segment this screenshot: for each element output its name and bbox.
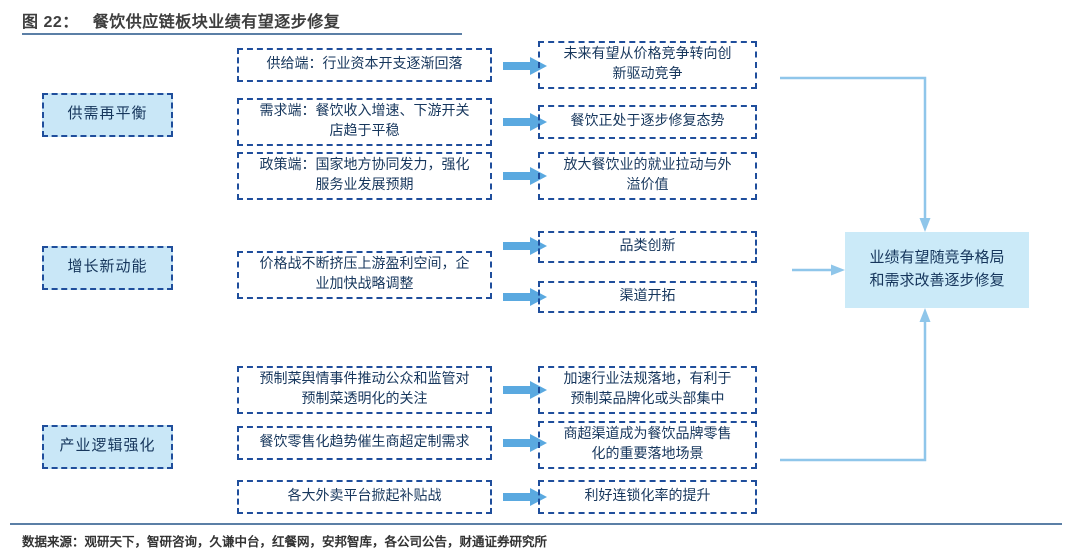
arrow-icon bbox=[503, 381, 547, 399]
effect-line: 预制菜品牌化或头部集中 bbox=[570, 392, 725, 407]
effect-line: 放大餐饮业的就业拉动与外 bbox=[563, 157, 732, 173]
connector-middle-to-conclusion bbox=[792, 264, 845, 276]
cause-line: 预制菜透明化的关注 bbox=[301, 392, 428, 407]
pillar-label: 增长新动能 bbox=[67, 259, 148, 276]
cause-line: 各大外卖平台掀起补贴战 bbox=[287, 488, 442, 504]
pillar-label: 供需再平衡 bbox=[67, 106, 148, 123]
effect-box[interactable]: 商超渠道成为餐饮品牌零售 化的重要落地场景 bbox=[538, 421, 757, 469]
cause-box[interactable]: 需求端：餐饮收入增速、下游开关 店趋于平稳 bbox=[237, 98, 492, 146]
arrow-icon bbox=[503, 57, 547, 75]
connector-bottom-to-conclusion bbox=[780, 308, 931, 462]
effect-line: 餐饮正处于逐步修复态势 bbox=[570, 113, 725, 129]
effect-line: 化的重要落地场景 bbox=[591, 447, 704, 462]
effect-line: 新驱动竞争 bbox=[612, 67, 683, 82]
page-title: 餐饮供应链板块业绩有望逐步修复 bbox=[92, 14, 341, 31]
effect-line: 渠道开拓 bbox=[619, 288, 676, 304]
cause-line: 供给端：行业资本开支逐渐回落 bbox=[266, 56, 463, 72]
arrow-icon bbox=[503, 167, 547, 185]
effect-line: 利好连锁化率的提升 bbox=[584, 488, 711, 504]
conclusion-box[interactable]: 业绩有望随竞争格局 和需求改善逐步修复 bbox=[845, 232, 1029, 308]
arrow-icon bbox=[503, 237, 547, 255]
title-divider bbox=[22, 33, 462, 35]
pillar-new-growth-drivers[interactable]: 增长新动能 bbox=[42, 246, 173, 290]
cause-box[interactable]: 价格战不断挤压上游盈利空间，企 业加快战略调整 bbox=[237, 251, 492, 299]
arrow-icon bbox=[503, 288, 547, 306]
figure-number: 图 22： bbox=[22, 14, 79, 31]
cause-line: 需求端：餐饮收入增速、下游开关 bbox=[259, 103, 470, 119]
cause-line: 餐饮零售化趋势催生商超定制需求 bbox=[259, 434, 470, 450]
conclusion-line: 业绩有望随竞争格局 bbox=[869, 249, 1005, 266]
effect-box[interactable]: 利好连锁化率的提升 bbox=[538, 480, 757, 514]
effect-box[interactable]: 品类创新 bbox=[538, 231, 757, 263]
connector-top-to-conclusion bbox=[780, 76, 931, 232]
pillar-label: 产业逻辑强化 bbox=[59, 438, 156, 455]
cause-box[interactable]: 各大外卖平台掀起补贴战 bbox=[237, 480, 492, 514]
arrow-icon bbox=[503, 488, 547, 506]
effect-box[interactable]: 未来有望从价格竞争转向创 新驱动竞争 bbox=[538, 41, 757, 89]
cause-line: 店趋于平稳 bbox=[329, 124, 400, 139]
cause-line: 政策端：国家地方协同发力，强化 bbox=[259, 157, 470, 173]
data-source-note: 数据来源：观研天下，智研咨询，久谦中台，红餐网，安邦智库，各公司公告，财通证券研… bbox=[22, 535, 548, 549]
effect-box[interactable]: 放大餐饮业的就业拉动与外 溢价值 bbox=[538, 152, 757, 200]
footer-divider bbox=[10, 523, 1062, 525]
cause-box[interactable]: 餐饮零售化趋势催生商超定制需求 bbox=[237, 426, 492, 460]
cause-box[interactable]: 预制菜舆情事件推动公众和监管对 预制菜透明化的关注 bbox=[237, 366, 492, 414]
effect-line: 加速行业法规落地，有利于 bbox=[563, 371, 732, 387]
conclusion-line: 和需求改善逐步修复 bbox=[869, 273, 1005, 289]
effect-box[interactable]: 加速行业法规落地，有利于 预制菜品牌化或头部集中 bbox=[538, 366, 757, 414]
effect-box[interactable]: 餐饮正处于逐步修复态势 bbox=[538, 105, 757, 139]
arrow-icon bbox=[503, 113, 547, 131]
cause-box[interactable]: 政策端：国家地方协同发力，强化 服务业发展预期 bbox=[237, 152, 492, 200]
pillar-supply-demand-rebalance[interactable]: 供需再平衡 bbox=[42, 93, 173, 137]
cause-box[interactable]: 供给端：行业资本开支逐渐回落 bbox=[237, 48, 492, 82]
effect-line: 品类创新 bbox=[619, 238, 676, 254]
effect-box[interactable]: 渠道开拓 bbox=[538, 281, 757, 313]
arrow-icon bbox=[503, 434, 547, 452]
cause-line: 业加快战略调整 bbox=[315, 277, 414, 292]
pillar-industry-logic[interactable]: 产业逻辑强化 bbox=[42, 425, 173, 469]
cause-line: 服务业发展预期 bbox=[315, 178, 414, 193]
effect-line: 商超渠道成为餐饮品牌零售 bbox=[563, 426, 732, 442]
cause-line: 价格战不断挤压上游盈利空间，企 bbox=[259, 256, 470, 272]
effect-line: 溢价值 bbox=[626, 178, 669, 193]
figure-title: 图 22： 餐饮供应链板块业绩有望逐步修复 bbox=[22, 8, 340, 32]
effect-line: 未来有望从价格竞争转向创 bbox=[563, 46, 732, 62]
cause-line: 预制菜舆情事件推动公众和监管对 bbox=[259, 371, 470, 387]
